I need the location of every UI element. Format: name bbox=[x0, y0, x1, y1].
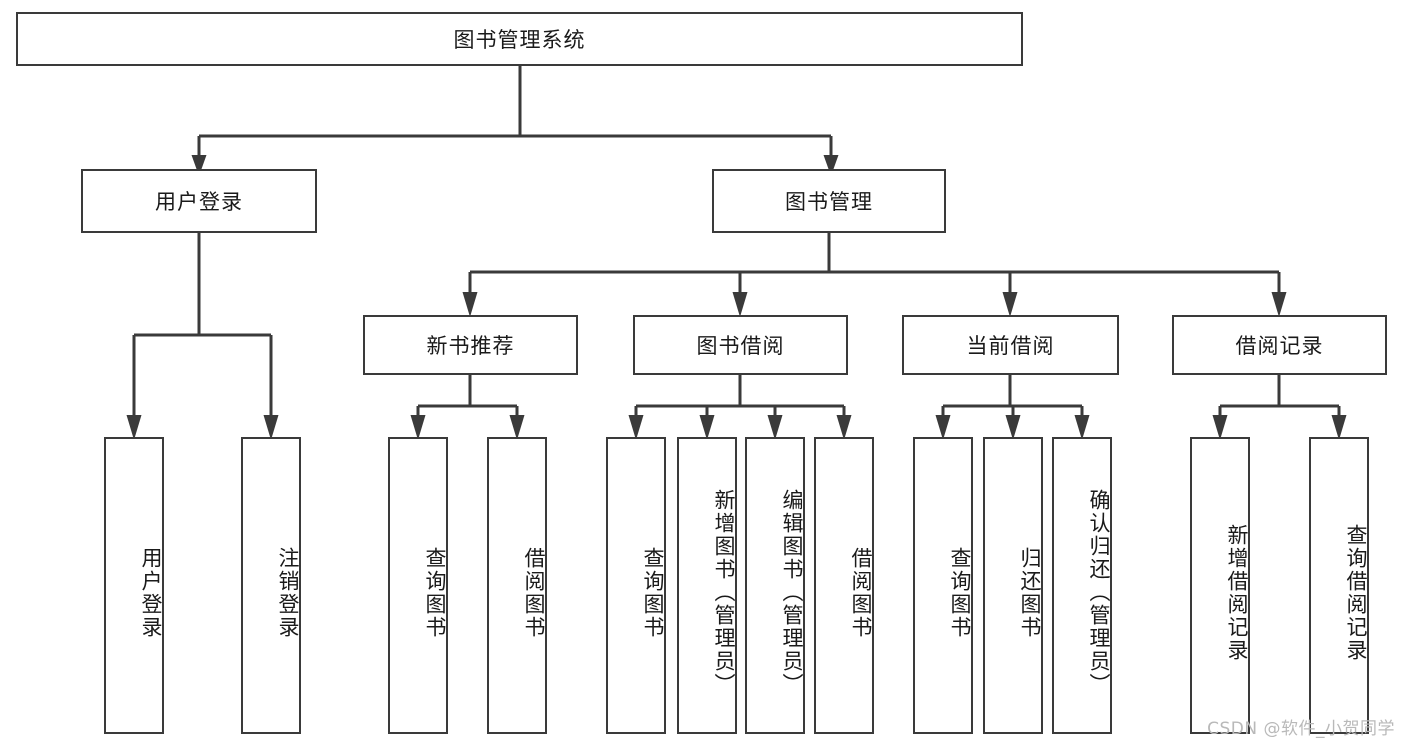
node-new-book-recommend[interactable]: 新书推荐 bbox=[363, 315, 578, 375]
node-label: 查询图书 bbox=[948, 546, 972, 639]
node-label: 查询借阅记录 bbox=[1344, 523, 1368, 662]
node-current-borrow[interactable]: 当前借阅 bbox=[902, 315, 1119, 375]
node-recommend-query-book[interactable]: 查询图书 bbox=[388, 437, 448, 734]
node-label: 新增借阅记录 bbox=[1225, 523, 1249, 662]
node-label: 借阅图书 bbox=[849, 546, 873, 639]
node-label: 归还图书 bbox=[1018, 546, 1042, 639]
node-label: 借阅记录 bbox=[1235, 334, 1324, 358]
node-borrow-add-book-admin[interactable]: 新增图书（管理员） bbox=[677, 437, 737, 734]
node-borrow-query-book[interactable]: 查询图书 bbox=[606, 437, 666, 734]
node-book-borrow[interactable]: 图书借阅 bbox=[633, 315, 848, 375]
node-label: 图书管理 bbox=[785, 190, 873, 214]
node-current-return-book[interactable]: 归还图书 bbox=[983, 437, 1043, 734]
node-record-query[interactable]: 查询借阅记录 bbox=[1309, 437, 1369, 734]
node-label: 确认归还（管理员） bbox=[1087, 489, 1111, 696]
node-user-login[interactable]: 用户登录 bbox=[81, 169, 317, 233]
node-book-manage[interactable]: 图书管理 bbox=[712, 169, 946, 233]
node-label: 新书推荐 bbox=[426, 334, 515, 358]
node-record-add[interactable]: 新增借阅记录 bbox=[1190, 437, 1250, 734]
node-label: 注销登录 bbox=[276, 546, 300, 639]
node-current-confirm-return-admin[interactable]: 确认归还（管理员） bbox=[1052, 437, 1112, 734]
node-label: 当前借阅 bbox=[966, 334, 1055, 358]
node-label: 借阅图书 bbox=[522, 546, 546, 639]
node-root-system[interactable]: 图书管理系统 bbox=[16, 12, 1023, 66]
node-recommend-borrow-book[interactable]: 借阅图书 bbox=[487, 437, 547, 734]
node-label: 新增图书（管理员） bbox=[712, 489, 736, 696]
node-label: 图书管理系统 bbox=[453, 28, 586, 52]
node-current-query-book[interactable]: 查询图书 bbox=[913, 437, 973, 734]
node-borrow-edit-book-admin[interactable]: 编辑图书（管理员） bbox=[745, 437, 805, 734]
node-label: 编辑图书（管理员） bbox=[780, 489, 804, 696]
node-borrow-borrow-book[interactable]: 借阅图书 bbox=[814, 437, 874, 734]
node-label: 查询图书 bbox=[423, 546, 447, 639]
node-label: 查询图书 bbox=[641, 546, 665, 639]
node-label: 图书借阅 bbox=[696, 334, 785, 358]
node-user-logout[interactable]: 注销登录 bbox=[241, 437, 301, 734]
csdn-watermark: CSDN @软件_小贺同学 bbox=[1207, 719, 1395, 739]
node-borrow-record[interactable]: 借阅记录 bbox=[1172, 315, 1387, 375]
node-label: 用户登录 bbox=[155, 190, 243, 214]
node-label: 用户登录 bbox=[139, 546, 163, 639]
node-user-login-do[interactable]: 用户登录 bbox=[104, 437, 164, 734]
